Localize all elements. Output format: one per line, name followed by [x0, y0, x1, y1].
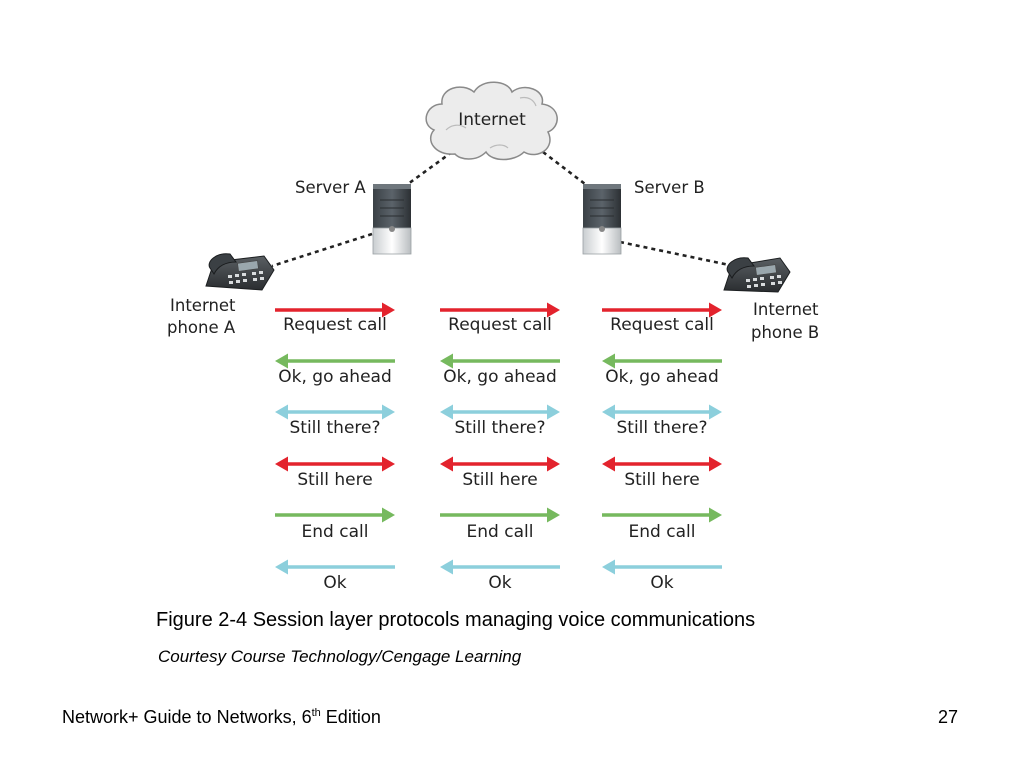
footer-title-pre: Network+ Guide to Networks, 6: [62, 707, 312, 727]
message-label: Still there?: [289, 418, 380, 438]
message-label: Ok: [650, 573, 673, 593]
message-arrow: [440, 507, 560, 523]
message-arrow: [275, 507, 395, 523]
link-cloud-server-b: [542, 150, 586, 186]
message-arrows: Request call Request call Request callOk, …: [275, 302, 722, 593]
message-arrow: [440, 302, 560, 318]
message-label: Ok, go ahead: [605, 367, 719, 387]
server-b-label: Server B: [634, 178, 705, 197]
message-arrow: [440, 559, 560, 575]
message-arrow: [275, 559, 395, 575]
server-b-icon: [582, 184, 622, 255]
internet-cloud-icon: [425, 81, 558, 161]
message-label: Ok: [323, 573, 346, 593]
message-arrow: [275, 302, 395, 318]
message-arrow: [275, 404, 395, 420]
page-number: 27: [938, 707, 959, 727]
cloud-label: Internet: [458, 110, 526, 130]
message-arrow: [602, 353, 722, 369]
message-arrow: [440, 456, 560, 472]
message-arrow: [602, 404, 722, 420]
message-arrow: [440, 353, 560, 369]
message-label: Still there?: [616, 418, 707, 438]
network-links: [271, 150, 735, 268]
message-label: End call: [302, 522, 369, 542]
phone-a-label-line2: phone A: [167, 318, 236, 337]
phone-b-label-line2: phone B: [751, 323, 819, 342]
link-cloud-server-a: [407, 150, 453, 186]
message-label: Still there?: [454, 418, 545, 438]
internet-phone-b-icon: [723, 257, 791, 293]
message-label: Request call: [610, 315, 714, 335]
message-label: Ok: [488, 573, 511, 593]
link-server-a-phone-a: [271, 232, 373, 268]
phone-a-label-line1: Internet: [170, 296, 236, 315]
message-arrow: [602, 456, 722, 472]
message-label: Request call: [448, 315, 552, 335]
server-a-label: Server A: [295, 178, 366, 197]
message-arrow: [275, 456, 395, 472]
figure-courtesy: Courtesy Course Technology/Cengage Learn…: [158, 647, 522, 666]
internet-phone-a-icon: [205, 253, 275, 291]
footer-title-post: Edition: [320, 707, 381, 727]
link-server-b-phone-b: [619, 240, 735, 268]
figure-caption: Figure 2-4 Session layer protocols manag…: [156, 609, 756, 631]
message-label: Ok, go ahead: [443, 367, 557, 387]
message-label: Still here: [297, 470, 372, 490]
message-label: End call: [467, 522, 534, 542]
message-label: End call: [629, 522, 696, 542]
server-a-icon: [372, 184, 412, 255]
session-diagram: Internet Server A Server B Internet pho: [167, 81, 819, 593]
message-arrow: [602, 507, 722, 523]
message-arrow: [602, 302, 722, 318]
message-label: Still here: [624, 470, 699, 490]
message-label: Request call: [283, 315, 387, 335]
message-arrow: [602, 559, 722, 575]
message-label: Ok, go ahead: [278, 367, 392, 387]
message-label: Still here: [462, 470, 537, 490]
phone-b-label-line1: Internet: [753, 300, 819, 319]
message-arrow: [440, 404, 560, 420]
footer-book-title: Network+ Guide to Networks, 6th Edition: [62, 707, 381, 728]
footer-title-sup: th: [311, 707, 321, 719]
message-arrow: [275, 353, 395, 369]
